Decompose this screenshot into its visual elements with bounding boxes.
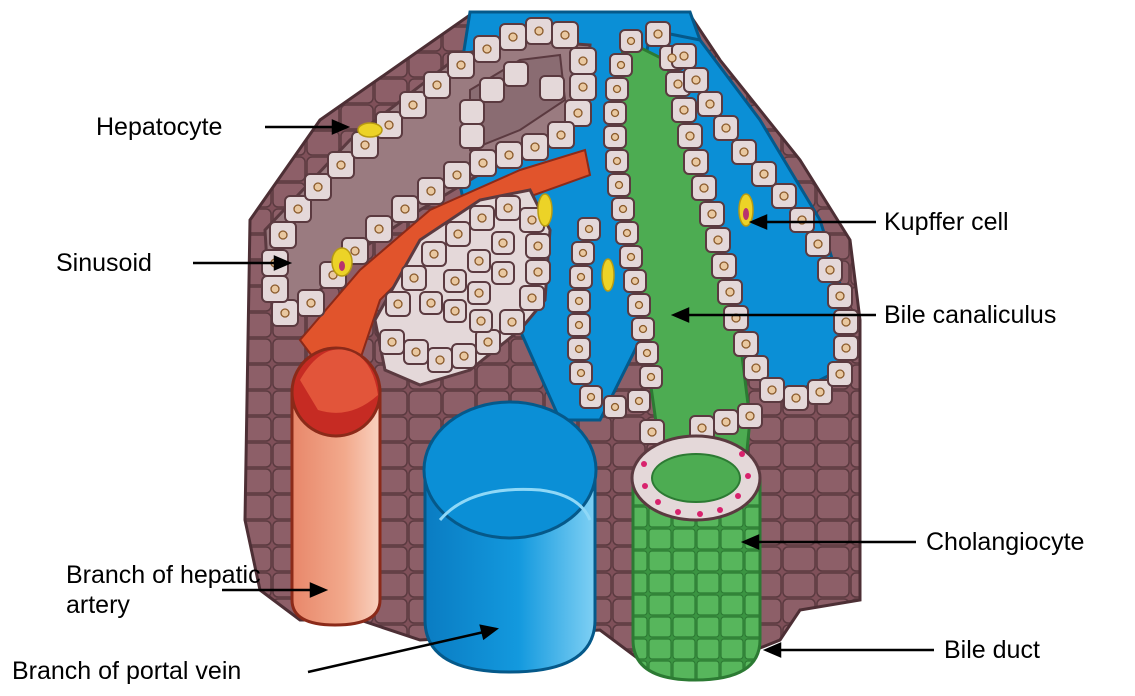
label-sinusoid: Sinusoid — [56, 248, 152, 278]
label-kupffer-cell: Kupffer cell — [884, 207, 1009, 237]
hepatic-artery — [292, 348, 380, 625]
kupffer-cell — [602, 259, 614, 291]
label-hepatic-artery: Branch of hepatic artery — [66, 560, 266, 620]
kupffer-cell — [538, 194, 552, 226]
label-bile-duct: Bile duct — [944, 635, 1040, 665]
bile-duct — [632, 436, 760, 680]
label-bile-canaliculus: Bile canaliculus — [884, 300, 1056, 330]
label-hepatocyte: Hepatocyte — [96, 112, 222, 142]
label-portal-vein: Branch of portal vein — [12, 656, 241, 686]
kupffer-cell — [358, 123, 382, 137]
portal-vein — [424, 402, 596, 672]
label-cholangiocyte: Cholangiocyte — [926, 527, 1084, 557]
